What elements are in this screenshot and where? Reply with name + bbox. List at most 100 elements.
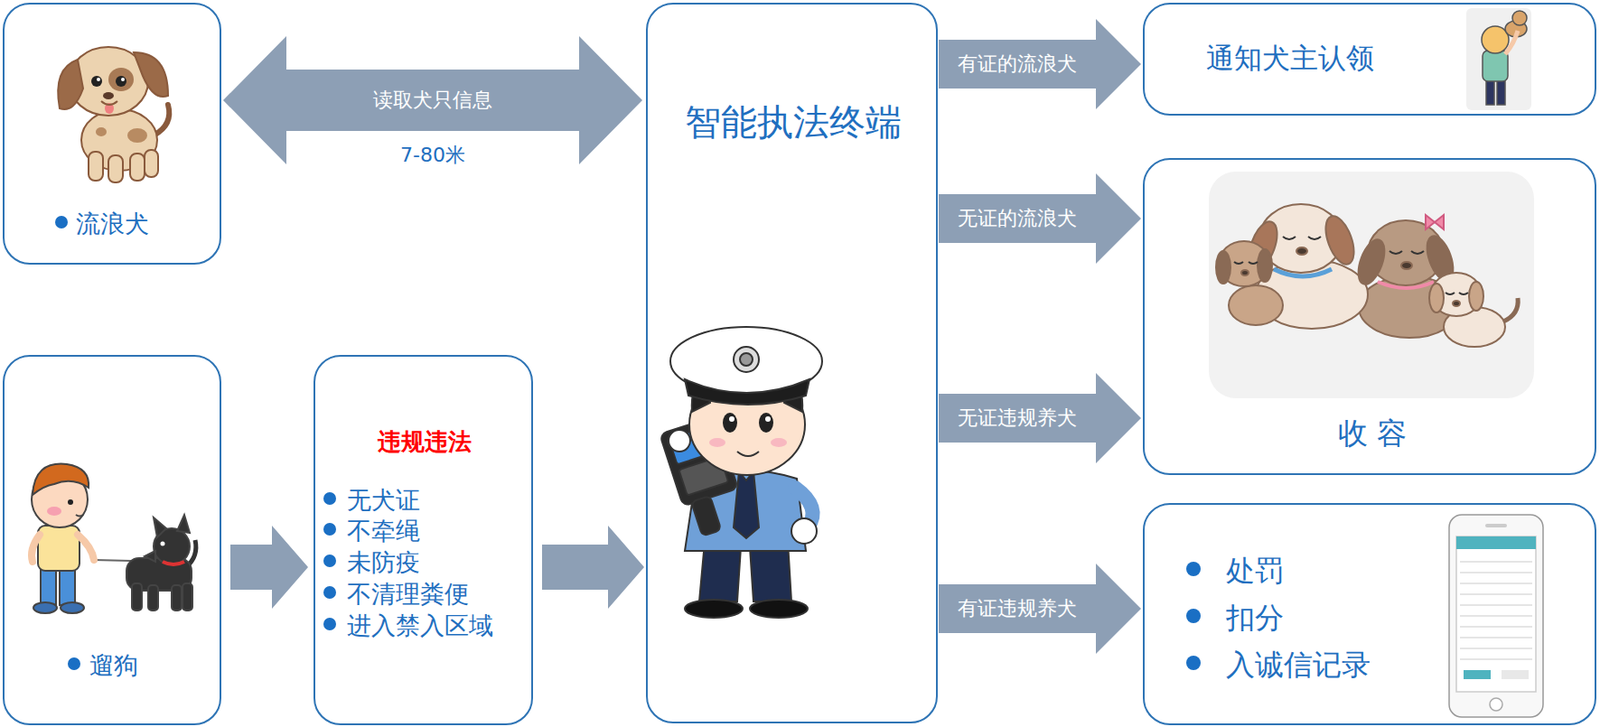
dog-walker-illustration [67,499,74,506]
shelter-dogs-illustration [1319,212,1360,269]
phone-illustration [1456,536,1536,693]
dog-walker-illustration [75,514,84,517]
owner-illustration [1505,30,1518,55]
owner-illustration [1512,10,1527,26]
bullet-dot [55,215,68,229]
phone-illustration [1501,670,1529,680]
shelter-dogs-illustration [1425,215,1444,230]
enforcement-terminal-box: 智能执法终端 [645,2,938,724]
shelter-dogs-illustration [1208,171,1535,399]
stray-dog-illustration [121,77,125,82]
officer-illustration [729,416,735,422]
penalty-box: 处罚扣分入诚信记录 [1142,503,1597,726]
box-label: 通知犬主认领 [1206,42,1375,75]
stray-dog-box: 流浪犬 [2,2,222,265]
shelter-dogs-illustration [1503,298,1518,322]
officer-illustration [770,438,787,448]
dog-walker-illustration [153,517,167,538]
bullet-dot [323,523,337,536]
stray-dog-illustration [102,92,114,100]
dog-walker-illustration [60,602,85,614]
stray-dog-illustration [108,67,134,92]
officer-illustration [709,438,726,448]
officer-illustration [737,451,759,457]
dog-walking-box: 遛狗 [2,355,222,726]
shelter-dogs-illustration [1296,247,1308,255]
block-arrow [938,18,1142,110]
dog-walker-illustration [31,464,197,614]
stray-dog-illustration [144,149,159,178]
stray-dog-illustration [57,59,84,110]
shelter-dogs-illustration [1401,261,1413,270]
stray-dog-illustration [101,101,118,105]
shelter-dogs-illustration [1234,261,1258,264]
shelter-dogs-illustration [1452,300,1460,307]
block-arrow [938,173,1142,264]
dog-walker-illustration [148,585,159,611]
bullet-dot [55,215,1201,671]
shelter-dogs-illustration [1445,292,1469,295]
shelter-dogs-illustration [1469,281,1484,311]
shelter-dogs-illustration [1429,283,1444,313]
shelter-dogs-illustration [1208,171,1535,399]
stray-dog-illustration [88,151,103,181]
stray-dog-illustration [108,155,123,183]
box-item: 入诚信记录 [1225,648,1371,683]
dog-walker-illustration [37,525,80,571]
bullet-dot [1186,655,1201,671]
dog-walker-illustration [33,602,57,614]
dog-walker-illustration [162,561,185,565]
bullet-dot [67,657,81,671]
stray-dog-illustration [91,75,103,87]
box-item: 扣分 [1225,601,1284,636]
box-item: 不牵绳 [346,516,421,545]
shelter-dogs-illustration [1282,236,1321,240]
block-arrow [230,525,309,609]
box-item: 未防疫 [346,548,421,577]
dog-walker-illustration [182,583,193,611]
stray-dog-illustration [95,127,107,137]
officer-illustration [684,599,743,618]
phone-illustration [1459,561,1533,660]
shelter-dogs-illustration [1257,249,1273,282]
officer-illustration [791,518,817,544]
phone-illustration [1489,698,1503,712]
stray-dog-illustration [127,128,148,143]
dog-walker-illustration [77,534,94,561]
bullet-dot [323,492,337,506]
shelter-dogs-illustration [1389,251,1424,254]
arrow-label: 有证的流浪犬 [957,52,1077,75]
box-item: 进入禁入区域 [346,611,494,640]
shelter-dogs-illustration [1228,285,1283,326]
officer-illustration [722,412,738,433]
box-item: 不清理粪便 [346,580,469,609]
shelter-dogs-illustration [1273,269,1332,277]
phone-illustration [1463,670,1491,680]
stray-dog-illustration [96,77,101,82]
officer-illustration [765,416,771,422]
box-item: 无犬证 [346,486,421,515]
officer-illustration [691,495,721,537]
dog-walker-illustration [40,567,57,606]
officer-illustration [668,430,691,452]
arrow-label: 无证违规养犬 [957,406,1077,430]
block-arrow [542,525,645,609]
block-arrow [938,563,1142,655]
stray-dog-illustration [115,75,127,87]
shelter-dogs-illustration [1216,251,1231,284]
officer-illustration [749,599,808,618]
dog-walker-illustration [59,567,75,606]
officer-illustration [758,412,774,433]
phone-illustration [1485,523,1507,528]
dog-walker-illustration [31,534,40,562]
phone-illustration [1456,536,1536,550]
stray-dog-illustration [133,52,169,97]
box-label: 遛狗 [89,651,139,680]
phone-illustration [1449,514,1544,718]
officer-illustration [659,327,823,618]
shelter-box: 收 容 [1142,158,1597,476]
bullet-dot [323,554,337,568]
bullet-dot [323,586,337,599]
dog-walker-illustration [171,585,182,611]
